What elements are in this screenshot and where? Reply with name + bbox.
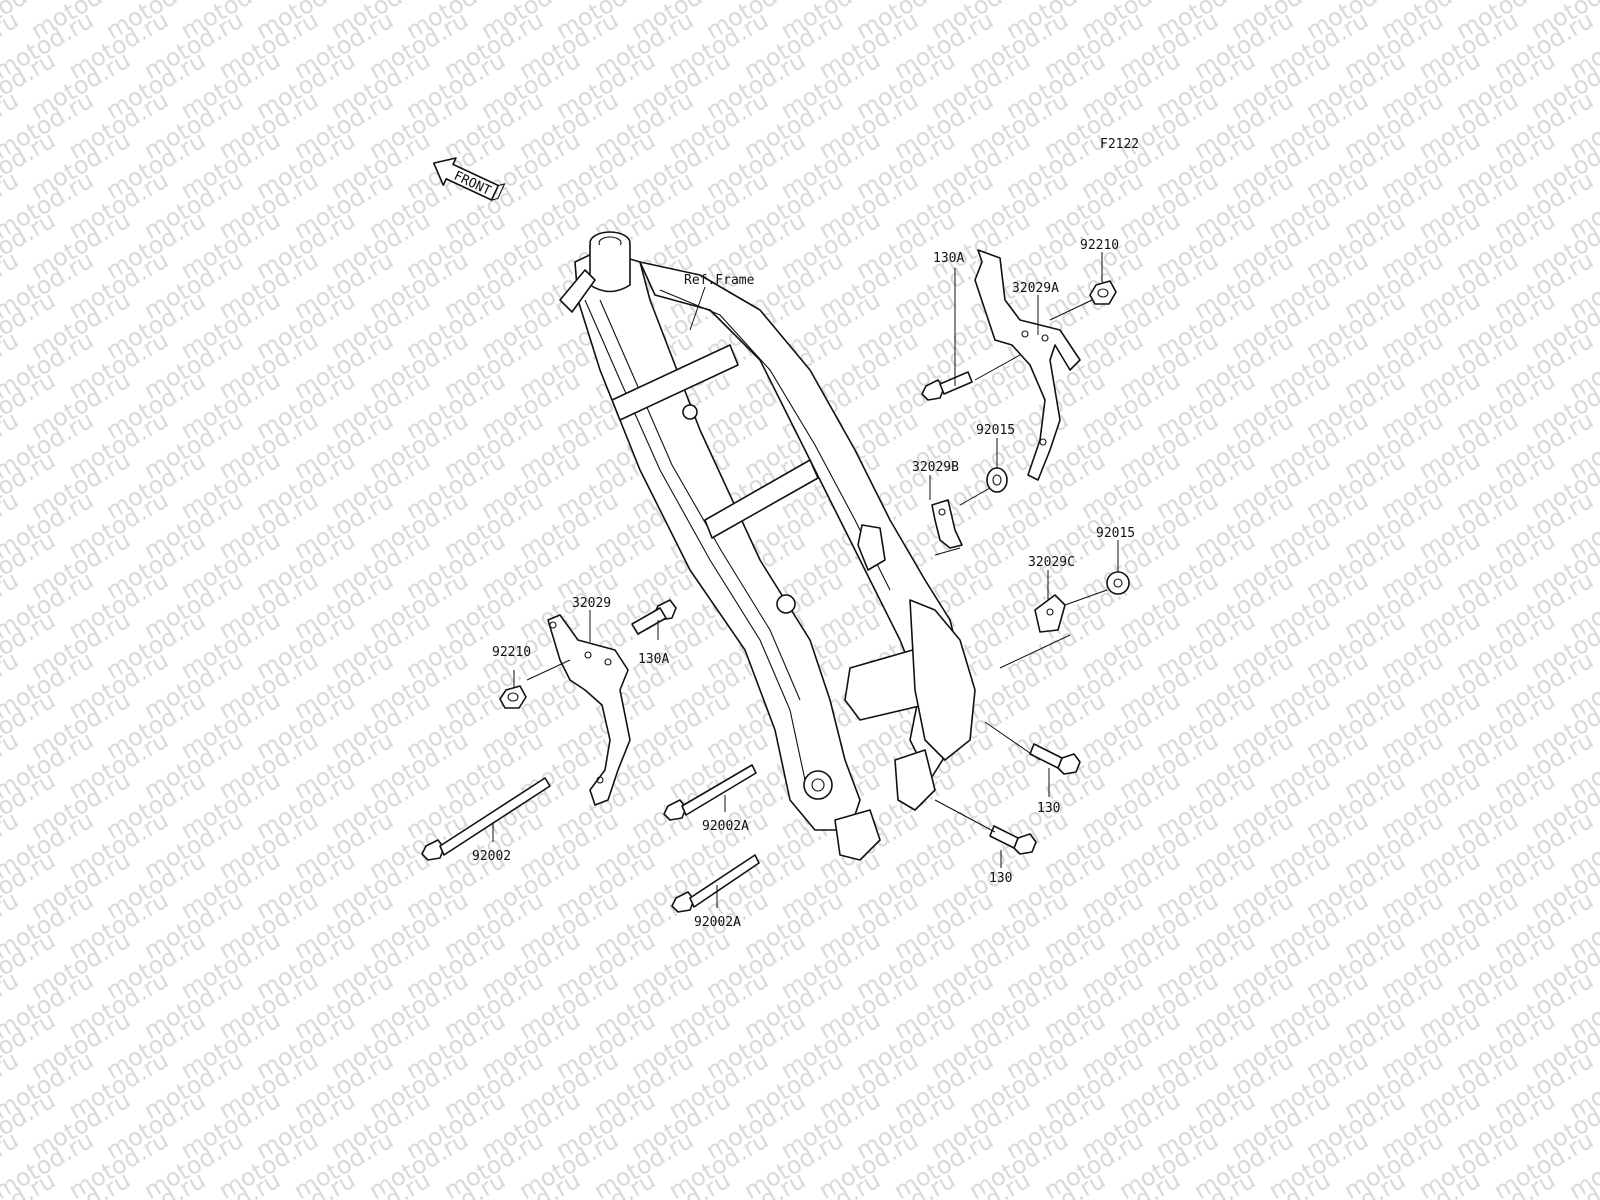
watermark-text: motod.ru	[1564, 0, 1600, 5]
callout-32029a: 32029A	[1012, 281, 1059, 296]
callout-92210-left: 92210	[492, 645, 531, 660]
callout-130a-top: 130A	[933, 251, 964, 266]
callout-32029: 32029	[572, 596, 611, 611]
leader-lines	[492, 252, 1119, 908]
bolt-92002a-1	[663, 764, 757, 821]
bolt-130-right	[1029, 743, 1081, 775]
bracket-32029a	[974, 249, 1081, 481]
callout-92210-top: 92210	[1080, 238, 1119, 253]
callout-92002a-2: 92002A	[694, 915, 741, 930]
bolt-130-bottom	[989, 825, 1037, 855]
nut-92210-top	[1089, 280, 1117, 305]
nut-92210-left	[499, 685, 527, 709]
callout-92015-b: 92015	[1096, 526, 1135, 541]
callout-32029c: 32029C	[1028, 555, 1075, 570]
bracket-32029	[547, 614, 631, 806]
frame-drawing	[559, 231, 976, 861]
ref-frame-label: Ref.Frame	[684, 273, 755, 288]
callout-92015-a: 92015	[976, 423, 1015, 438]
bolt-130a-top	[921, 371, 973, 401]
bolt-92002a-2	[671, 854, 760, 913]
callout-130a-left: 130A	[638, 652, 669, 667]
plate-32029b	[931, 499, 963, 549]
bolt-92002	[421, 777, 551, 861]
callout-130-right: 130	[1037, 801, 1060, 816]
callout-92002: 92002	[472, 849, 511, 864]
plate-32029c	[1034, 594, 1066, 633]
callout-92002a-1: 92002A	[702, 819, 749, 834]
callout-32029b: 32029B	[912, 460, 959, 475]
spacer-92015-b	[1106, 571, 1130, 595]
diagram-code: F2122	[1100, 137, 1139, 152]
callout-130-bottom: 130	[989, 871, 1012, 886]
bolt-130a-left	[631, 599, 677, 635]
